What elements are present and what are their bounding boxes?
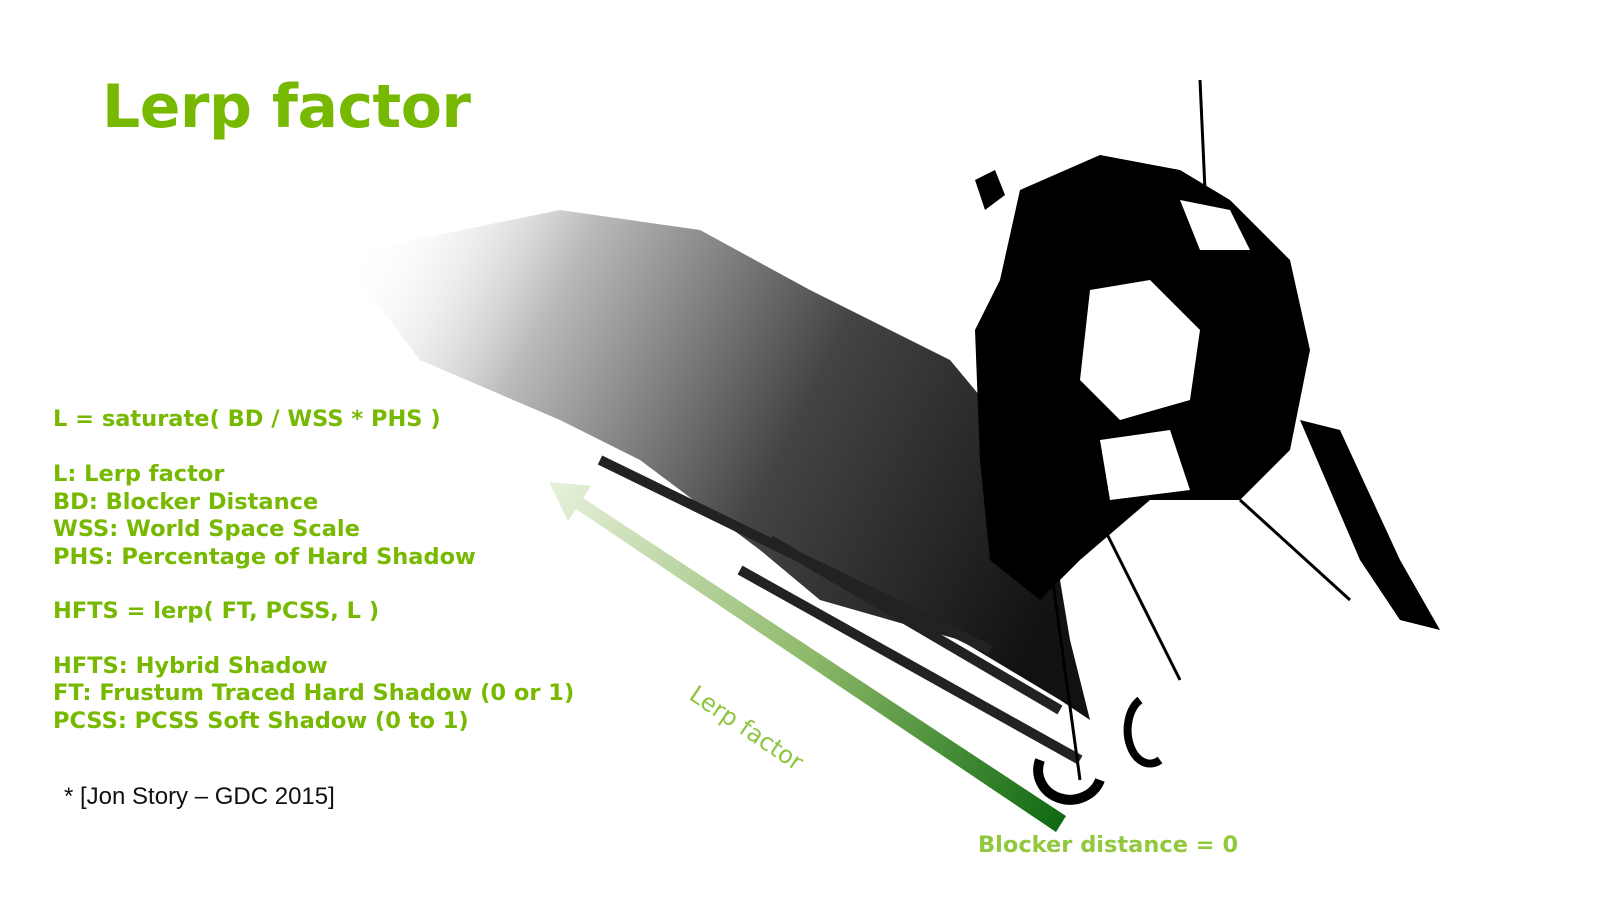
- lerp-factor-arrow: [549, 482, 1066, 832]
- formula-lerp: HFTS = lerp( FT, PCSS, L ): [53, 598, 380, 624]
- definition-pcss: PCSS: PCSS Soft Shadow (0 to 1): [53, 708, 469, 734]
- definition-l: L: Lerp factor: [53, 461, 225, 487]
- definition-bd: BD: Blocker Distance: [53, 489, 319, 515]
- definition-ft: FT: Frustum Traced Hard Shadow (0 or 1): [53, 680, 575, 706]
- definition-hfts: HFTS: Hybrid Shadow: [53, 653, 328, 679]
- formula-saturate: L = saturate( BD / WSS * PHS ): [53, 406, 441, 432]
- citation: * [Jon Story – GDC 2015]: [64, 783, 335, 810]
- definition-wss: WSS: World Space Scale: [53, 516, 360, 542]
- lander-body: [975, 79, 1440, 781]
- slide-title: Lerp factor: [102, 72, 471, 142]
- definition-phs: PHS: Percentage of Hard Shadow: [53, 544, 476, 570]
- soft-shadow: [340, 210, 1105, 805]
- blocker-distance-label: Blocker distance = 0: [978, 832, 1239, 858]
